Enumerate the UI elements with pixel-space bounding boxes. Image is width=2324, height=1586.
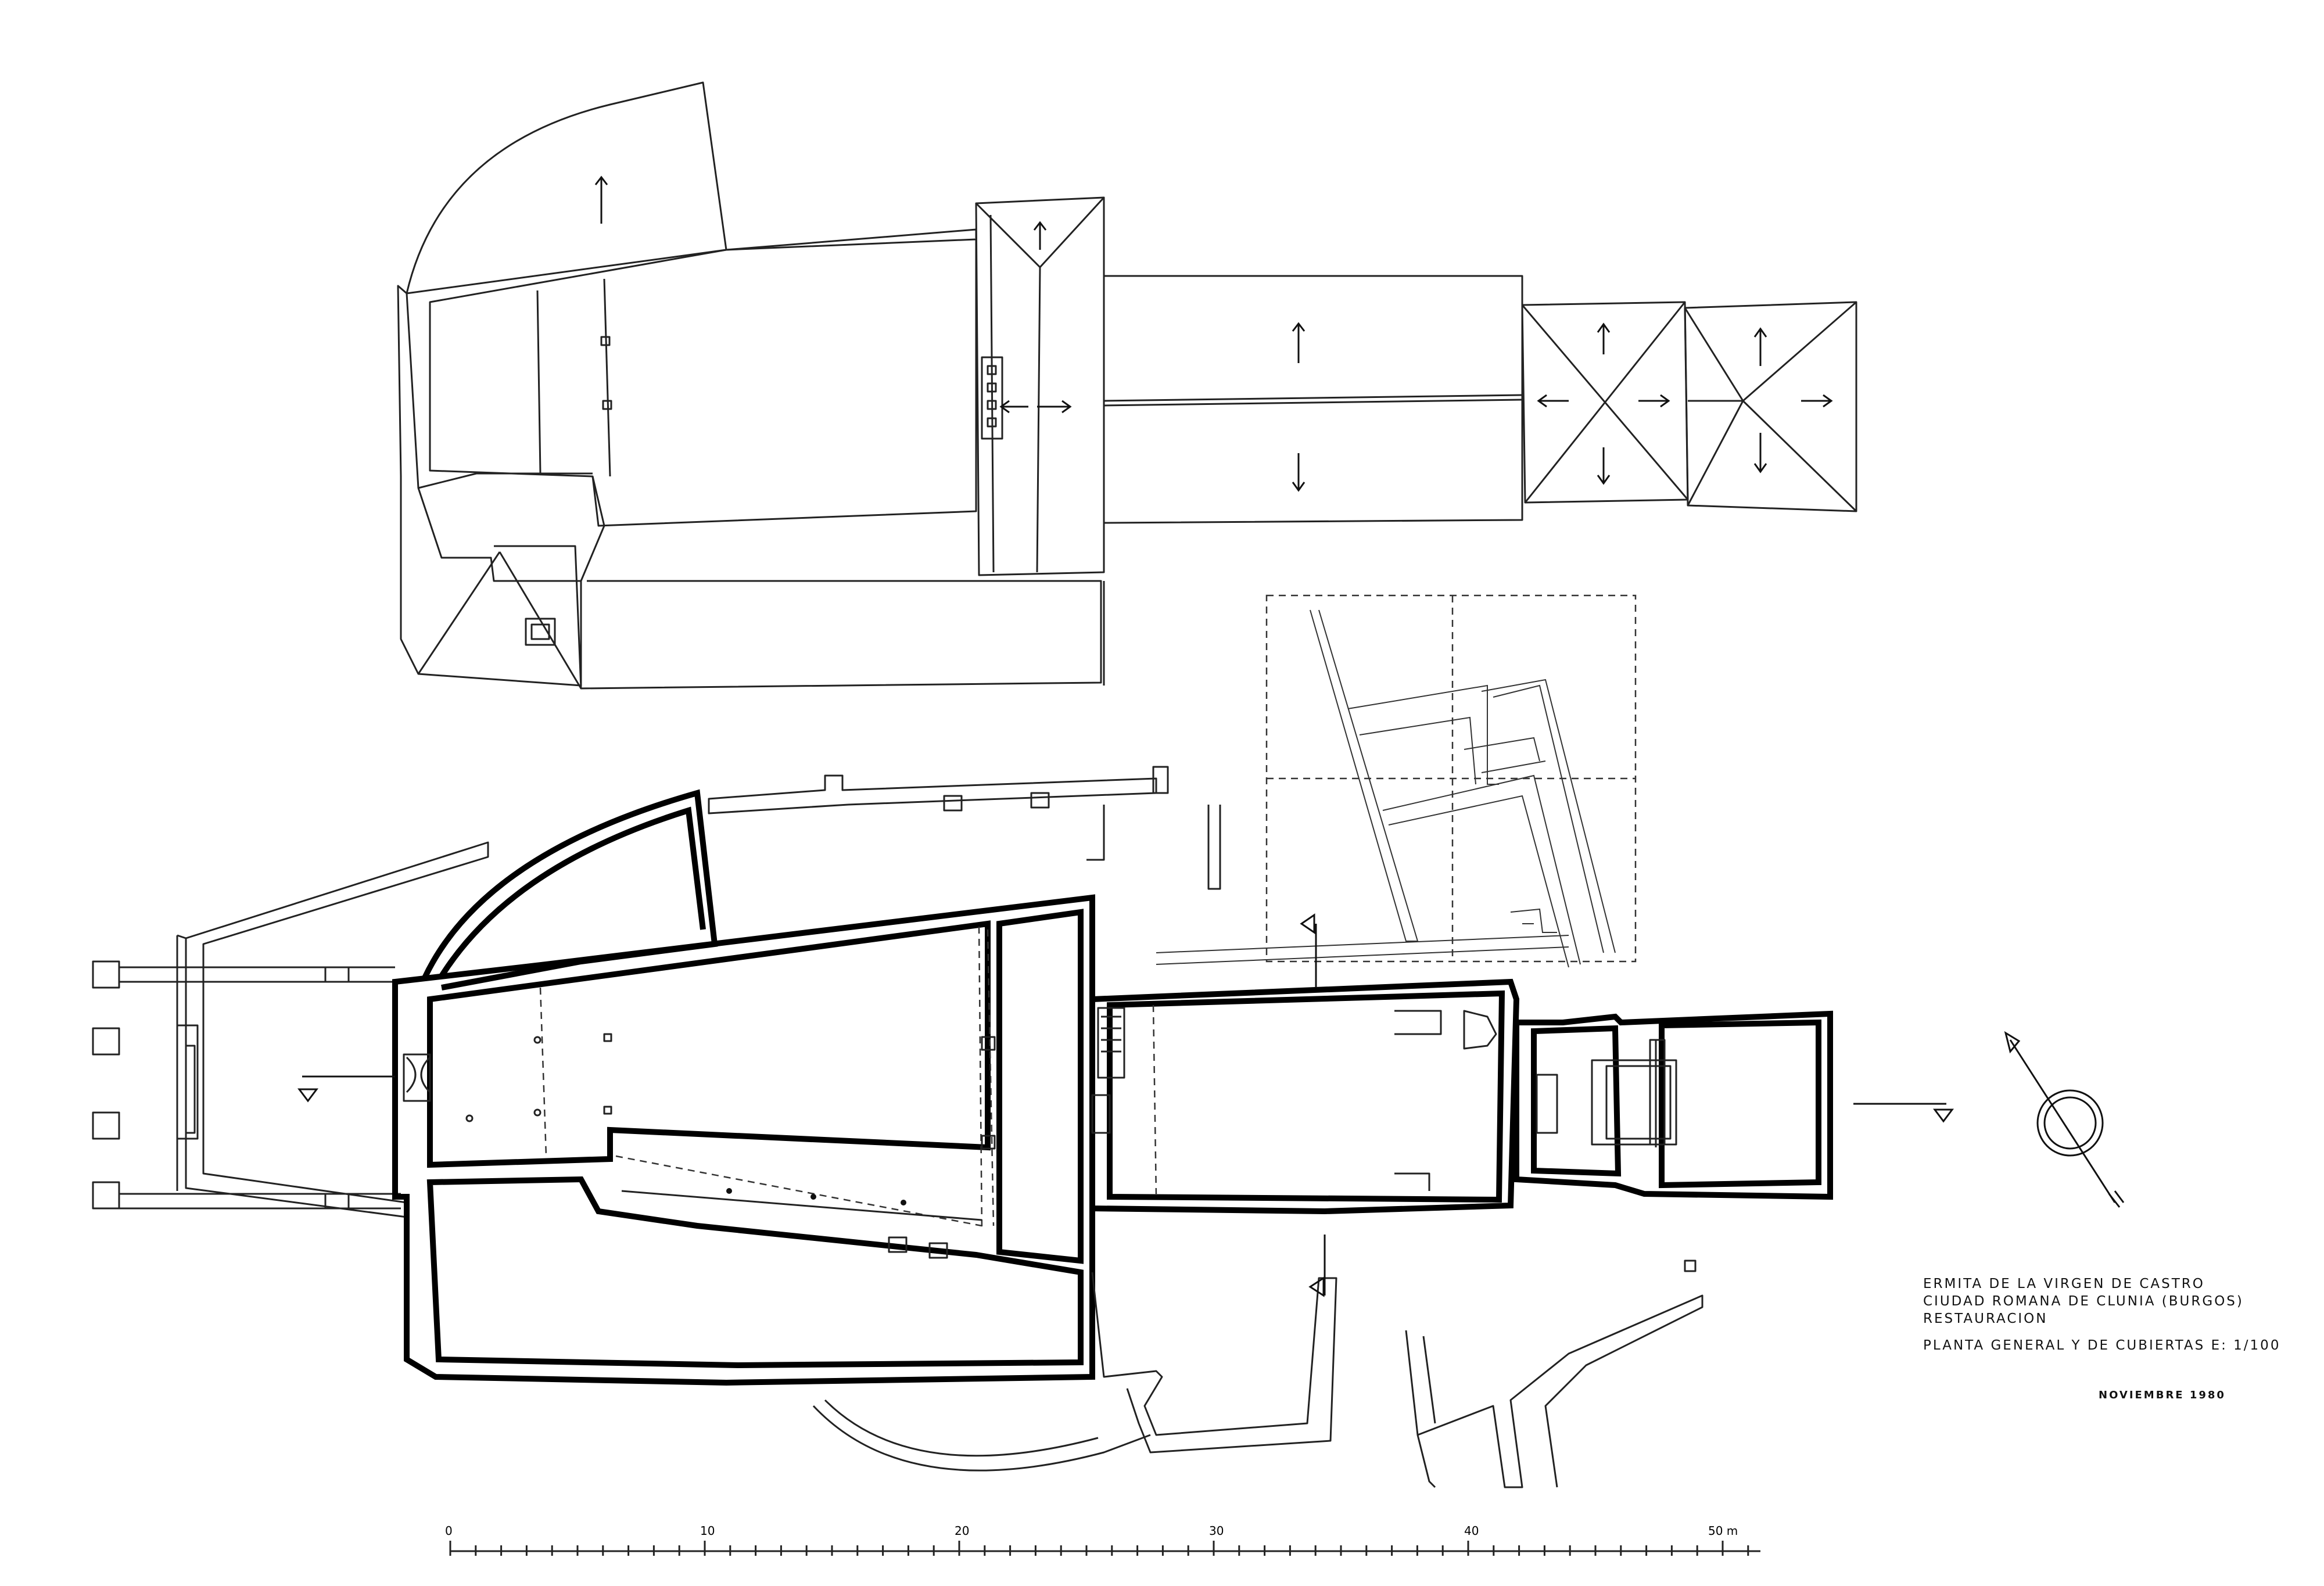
title-line-planta: PLANTA GENERAL Y DE CUBIERTAS E: 1/100 [1923,1338,2281,1353]
outer-enclosure [185,841,489,1218]
scale-label-30: 30 [1209,1524,1224,1538]
scale-label-0: 0 [445,1524,453,1538]
scale-label-10: 10 [700,1524,715,1538]
scale-label-50m: 50 m [1708,1524,1738,1538]
drawing-date: NOVIEMBRE 1980 [2099,1389,2226,1401]
chancel-walls [1089,978,1520,1215]
nave-roof-inner [429,238,977,527]
side-roof [494,545,1102,690]
nave-roof-outline [397,285,582,687]
nave-inner-walls [427,920,991,1168]
scale-bar: 0 10 20 30 40 50 m [445,1524,1760,1556]
ground-plan [92,766,2125,1488]
north-arrow-icon [2004,1031,2125,1208]
roof-plan [397,81,1857,690]
roof-slope-arrow-icon [594,175,1833,492]
scale-label-40: 40 [1464,1524,1479,1538]
title-line-location: CIUDAD ROMANA DE CLUNIA (BURGOS) [1923,1294,2244,1309]
excavation-grid [1156,594,1637,968]
scale-label-20: 20 [955,1524,969,1538]
apse-roof [406,81,727,295]
hipped-roof-2 [1684,301,1857,512]
title-line-restauracion: RESTAURACION [1923,1311,2048,1326]
nave-walls [392,894,1095,1386]
east-chamber-walls [1514,1010,1833,1200]
title-block: ERMITA DE LA VIRGEN DE CASTRO CIUDAD ROM… [1923,1275,2283,1354]
title-line-ermita: ERMITA DE LA VIRGEN DE CASTRO [1923,1276,2205,1291]
transept-roof [975,196,1105,576]
section-arrow-icon [297,913,1954,1297]
south-ruins [1091,1272,1337,1454]
curved-wall [421,789,718,991]
chancel-roof [1103,275,1523,524]
